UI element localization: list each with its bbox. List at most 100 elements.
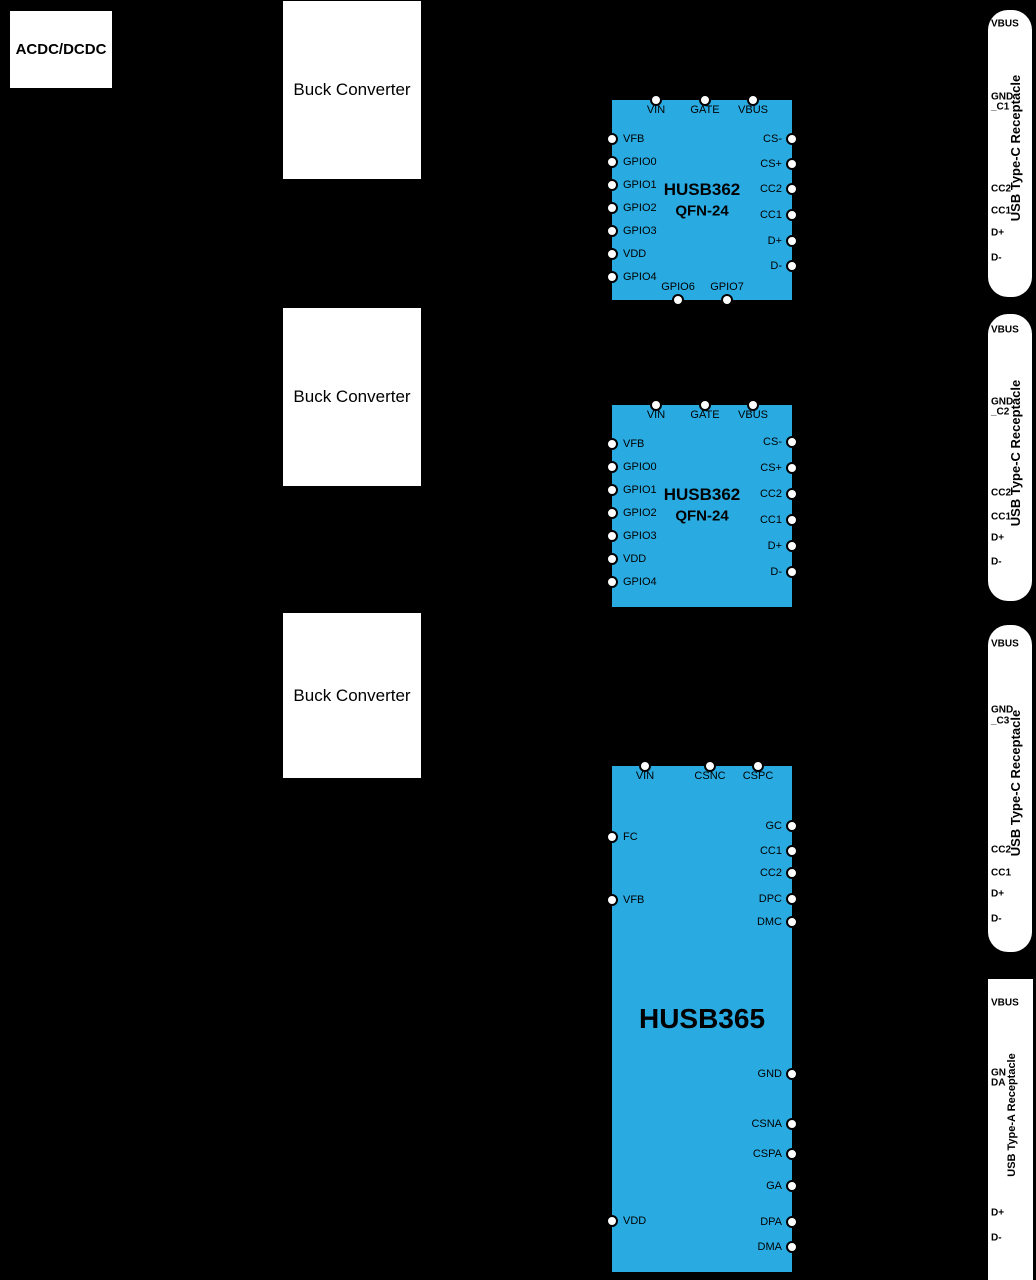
pin-circle-gpio0: [606, 156, 618, 168]
pin-label-d-: D-: [770, 566, 782, 578]
usb-type-c-receptacle-1: [988, 10, 1032, 297]
pin-circle-gpio1: [606, 484, 618, 496]
receptacle-pin-label-d+: D+: [991, 1207, 1005, 1219]
pin-label-cs-: CS-: [763, 436, 782, 448]
pin-label-gpio4: GPIO4: [623, 576, 657, 588]
pin-circle-vin: [650, 399, 662, 411]
pin-label-gpio0: GPIO0: [623, 156, 657, 168]
pin-circle-vbus: [747, 399, 759, 411]
pin-circle-cs-: [786, 133, 798, 145]
pin-circle-cspc: [752, 760, 764, 772]
usb-type-c-receptacle-2-title: USB Type-C Receptacle: [1008, 379, 1023, 527]
pin-circle-gpio2: [606, 202, 618, 214]
pin-label-gpio3: GPIO3: [623, 225, 657, 237]
pin-circle-vdd: [606, 1215, 618, 1227]
receptacle-pin-label-da: DA: [991, 1077, 1006, 1089]
pin-label-gpio4: GPIO4: [623, 271, 657, 283]
pin-circle-cc1: [786, 845, 798, 857]
pin-circle-ga: [786, 1180, 798, 1192]
pin-label-dma: DMA: [757, 1241, 782, 1253]
acdc-dcdc-block: ACDC/DCDC: [10, 11, 112, 88]
pin-circle-vdd: [606, 248, 618, 260]
pin-circle-gate: [699, 399, 711, 411]
pin-circle-gpio4: [606, 576, 618, 588]
pin-label-csnc: CSNC: [694, 770, 726, 782]
pin-circle-gc: [786, 820, 798, 832]
receptacle-pin-label-gnd: GND: [991, 91, 1014, 103]
pin-label-dmc: DMC: [756, 916, 782, 928]
pin-circle-vfb: [606, 438, 618, 450]
pin-circle-d-: [786, 260, 798, 272]
pin-circle-cs+: [786, 158, 798, 170]
pin-label-cc2: CC2: [759, 183, 782, 195]
pin-label-vfb: VFB: [623, 894, 645, 906]
usb-type-c-receptacle-1-title: USB Type-C Receptacle: [1008, 74, 1023, 222]
pin-circle-dpa: [786, 1216, 798, 1228]
chip-husb362-2-title: HUSB362: [663, 485, 741, 504]
receptacle-pin-label-vbus: VBUS: [991, 324, 1019, 336]
pin-label-cc2: CC2: [759, 488, 782, 500]
pin-label-cs-: CS-: [763, 133, 782, 145]
receptacle-pin-label-gn: GN: [991, 1067, 1006, 1079]
pin-label-vdd: VDD: [623, 553, 647, 565]
receptacle-pin-label-d+: D+: [991, 227, 1005, 239]
pin-label-gpio2: GPIO2: [623, 507, 657, 519]
receptacle-pin-label-gnd: GND: [991, 396, 1014, 408]
pin-label-vdd: VDD: [623, 248, 647, 260]
receptacle-pin-label-cc2: CC2: [991, 844, 1012, 856]
chip-husb362-1: [612, 100, 792, 300]
pin-circle-vfb: [606, 133, 618, 145]
usb-type-c-receptacle-3: [988, 625, 1032, 952]
chip-husb362-2-package: QFN-24: [675, 507, 729, 525]
pin-label-gc: GC: [765, 820, 783, 832]
pin-circle-csnc: [704, 760, 716, 772]
pin-circle-dpc: [786, 893, 798, 905]
buck-converter-block-2: Buck Converter: [283, 308, 421, 486]
pin-label-cspa: CSPA: [752, 1148, 782, 1160]
pin-label-d+: D+: [767, 540, 782, 552]
pin-circle-gate: [699, 94, 711, 106]
pin-label-vin: VIN: [646, 409, 666, 421]
pin-circle-fc: [606, 831, 618, 843]
pin-label-d+: D+: [767, 235, 782, 247]
pin-circle-gpio3: [606, 530, 618, 542]
pin-label-vin: VIN: [635, 770, 655, 782]
receptacle-pin-label-d-: D-: [991, 556, 1002, 568]
receptacle-pin-label-vbus: VBUS: [991, 997, 1019, 1009]
pin-circle-d+: [786, 540, 798, 552]
pin-circle-cs-: [786, 436, 798, 448]
pin-circle-gnd: [786, 1068, 798, 1080]
receptacle-pin-label-cc1: CC1: [991, 867, 1012, 879]
receptacle-pin-label-cc2: CC2: [991, 487, 1012, 499]
receptacle-pin-label-d-: D-: [991, 1232, 1002, 1244]
pin-circle-csna: [786, 1118, 798, 1130]
receptacle-pin-label-vbus: VBUS: [991, 18, 1019, 30]
pin-circle-cspa: [786, 1148, 798, 1160]
pin-circle-cc1: [786, 209, 798, 221]
buck-converter-block-3: Buck Converter: [283, 613, 421, 778]
pin-label-gpio0: GPIO0: [623, 461, 657, 473]
pin-circle-gpio2: [606, 507, 618, 519]
usb-type-c-receptacle-3-title: USB Type-C Receptacle: [1008, 709, 1023, 857]
pin-label-gpio7: GPIO7: [710, 281, 744, 293]
pin-label-vdd: VDD: [623, 1215, 647, 1227]
buck-converter-label-1: Buck Converter: [293, 80, 411, 99]
receptacle-pin-label-_c1: _C1: [991, 101, 1010, 113]
pin-label-vfb: VFB: [623, 438, 645, 450]
receptacle-pin-label-gnd: GND: [991, 704, 1014, 716]
pin-circle-vin: [639, 760, 651, 772]
pin-circle-cc2: [786, 867, 798, 879]
acdc-dcdc-label: ACDC/DCDC: [15, 41, 107, 58]
pin-label-fc: FC: [623, 831, 638, 843]
pin-label-dpa: DPA: [760, 1216, 782, 1228]
receptacle-pin-label-vbus: VBUS: [991, 638, 1019, 650]
chip-husb365: [612, 766, 792, 1272]
receptacle-pin-label-d+: D+: [991, 532, 1005, 544]
pin-label-d-: D-: [770, 260, 782, 272]
chip-husb365-title: HUSB365: [638, 1003, 766, 1034]
pin-circle-gpio7: [721, 294, 733, 306]
usb-type-a-receptacle: [988, 979, 1033, 1280]
receptacle-pin-label-d-: D-: [991, 913, 1002, 925]
pin-circle-gpio6: [672, 294, 684, 306]
